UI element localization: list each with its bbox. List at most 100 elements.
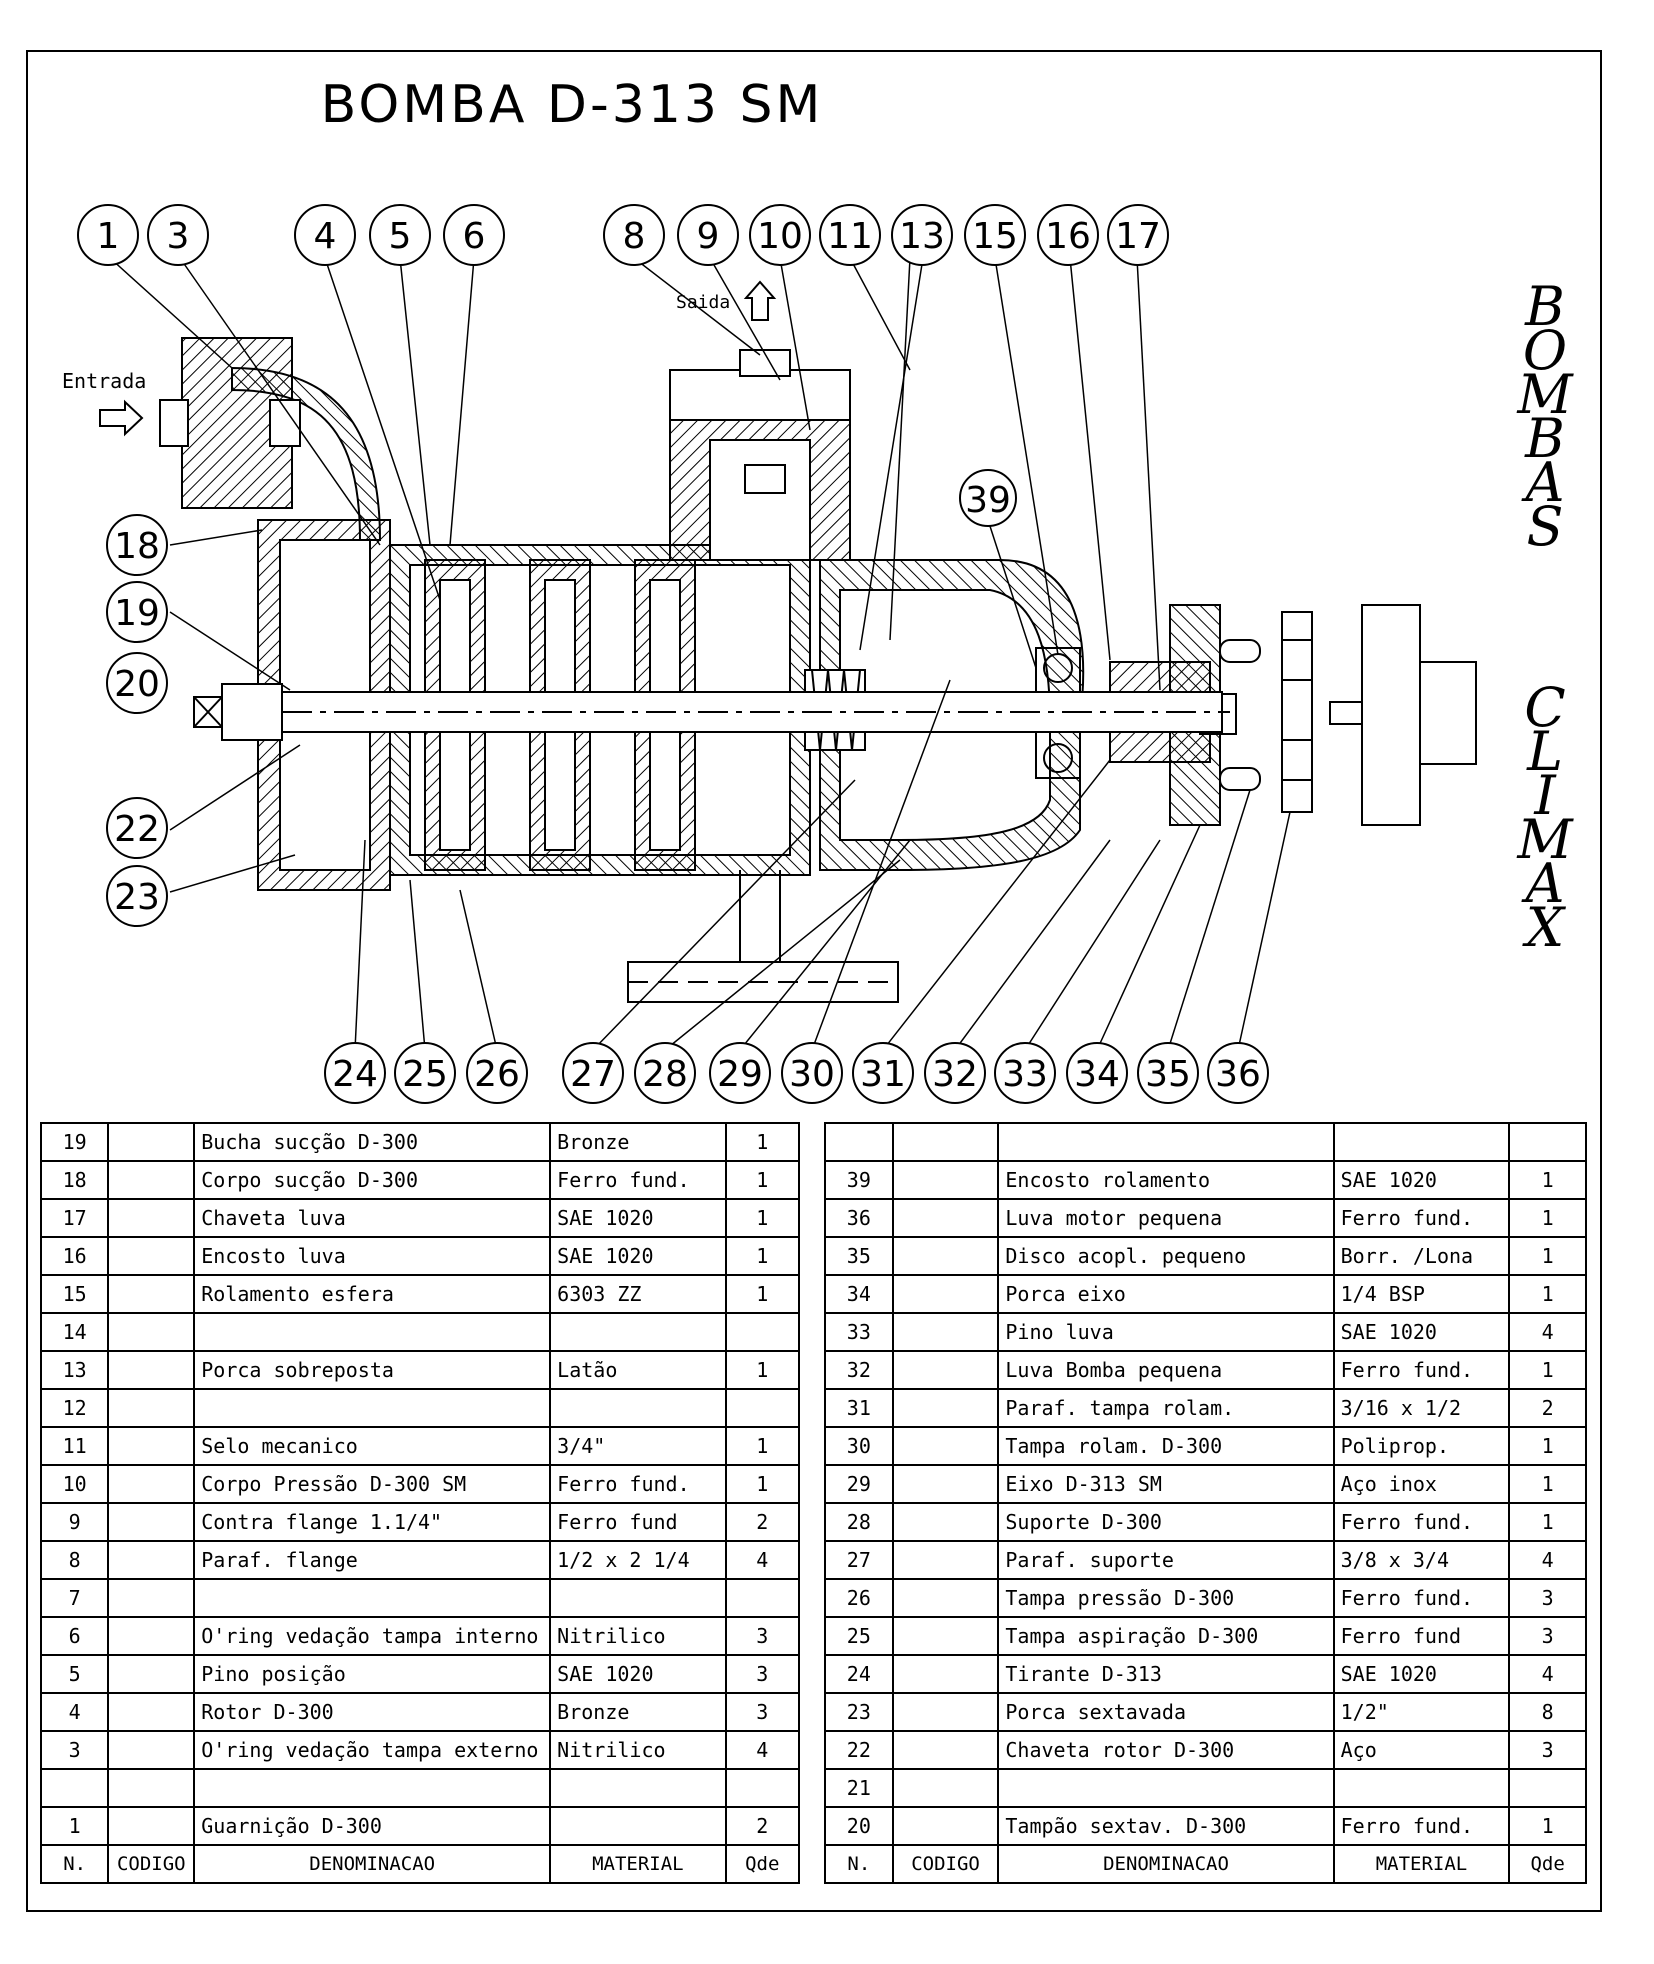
cell-n: 7 <box>39 1578 110 1618</box>
cell-qde: 1 <box>1508 1806 1587 1846</box>
cell-denominacao <box>997 1768 1335 1808</box>
cell-n: 24 <box>824 1654 894 1694</box>
cell-qde: 1 <box>724 1122 801 1162</box>
brand-letter: B <box>1525 275 1565 338</box>
cell-denominacao: Tampão sextav. D-300 <box>997 1806 1335 1846</box>
table-row <box>824 1122 1587 1162</box>
cell-n: 20 <box>824 1806 894 1846</box>
cell-codigo <box>891 1388 1000 1428</box>
cell-qde: 4 <box>1508 1540 1587 1580</box>
cell-codigo <box>107 1616 196 1656</box>
balloon-circle <box>1207 1042 1269 1104</box>
cell-codigo <box>891 1730 1000 1770</box>
cell-n: 15 <box>39 1274 110 1314</box>
cell-qde: 1 <box>1508 1236 1587 1276</box>
cell-codigo <box>891 1198 1000 1238</box>
cell-denominacao: Encosto rolamento <box>997 1160 1335 1200</box>
cell-n: 32 <box>824 1350 894 1390</box>
cell-qde: 1 <box>724 1198 801 1238</box>
cell-qde <box>724 1312 801 1352</box>
cell-qde: 2 <box>724 1502 801 1542</box>
cell-material: Borr. /Lona <box>1332 1236 1511 1276</box>
cell-denominacao: Rolamento esfera <box>193 1274 552 1314</box>
balloon-number: 35 <box>1145 1054 1191 1095</box>
balloon-number: 8 <box>623 216 646 257</box>
header-cell: MATERIAL <box>1332 1844 1511 1884</box>
cell-n: 36 <box>824 1198 894 1238</box>
balloon-number: 13 <box>899 216 945 257</box>
balloon-number: 6 <box>463 216 486 257</box>
balloon-number: 20 <box>114 664 160 705</box>
cell-denominacao: Tampa pressão D-300 <box>997 1578 1335 1618</box>
cell-material: Nitrilico <box>549 1730 727 1770</box>
brand-letter: C <box>1524 676 1566 739</box>
balloon-number: 9 <box>697 216 720 257</box>
cell-qde <box>724 1578 801 1618</box>
balloon-circle <box>147 204 209 266</box>
cell-codigo <box>107 1692 196 1732</box>
cell-codigo <box>891 1122 1000 1162</box>
cell-denominacao <box>193 1388 552 1428</box>
cell-material: 6303 ZZ <box>549 1274 727 1314</box>
balloon-circle <box>994 1042 1056 1104</box>
cell-material: Ferro fund. <box>549 1464 727 1504</box>
balloon-number: 16 <box>1045 216 1091 257</box>
brand-letter: A <box>1525 852 1565 915</box>
cell-n: 19 <box>39 1122 110 1162</box>
cell-denominacao: Selo mecanico <box>193 1426 552 1466</box>
cell-material: Nitrilico <box>549 1616 727 1656</box>
cell-material: Ferro fund <box>1332 1616 1511 1656</box>
header-cell: DENOMINACAO <box>997 1844 1335 1884</box>
cell-denominacao <box>193 1768 552 1808</box>
balloon-circle <box>964 204 1026 266</box>
cell-material: SAE 1020 <box>1332 1312 1511 1352</box>
header-cell: MATERIAL <box>549 1844 727 1884</box>
cell-codigo <box>107 1464 196 1504</box>
cell-n: 13 <box>39 1350 110 1390</box>
balloon-circle <box>852 1042 914 1104</box>
cell-qde: 1 <box>1508 1274 1587 1314</box>
cell-n <box>39 1768 110 1808</box>
brand-letter: B <box>1525 407 1565 470</box>
cell-qde: 3 <box>1508 1616 1587 1656</box>
balloon-circle <box>749 204 811 266</box>
balloon-number: 29 <box>717 1054 763 1095</box>
cell-n: 30 <box>824 1426 894 1466</box>
cell-denominacao: Luva Bomba pequena <box>997 1350 1335 1390</box>
cell-qde <box>724 1768 801 1808</box>
cell-n: 17 <box>39 1198 110 1238</box>
cell-material: SAE 1020 <box>1332 1160 1511 1200</box>
header-cell: DENOMINACAO <box>193 1844 552 1884</box>
cell-denominacao: Rotor D-300 <box>193 1692 552 1732</box>
balloon-number: 23 <box>114 877 160 918</box>
cell-material: Bronze <box>549 1122 727 1162</box>
cell-codigo <box>891 1160 1000 1200</box>
cell-n: 9 <box>39 1502 110 1542</box>
cell-codigo <box>891 1578 1000 1618</box>
cell-material <box>1332 1122 1511 1162</box>
cell-codigo <box>107 1730 196 1770</box>
balloon-number: 10 <box>757 216 803 257</box>
cell-material: SAE 1020 <box>549 1654 727 1694</box>
cell-qde: 3 <box>724 1616 801 1656</box>
cell-n: 39 <box>824 1160 894 1200</box>
cell-material <box>1332 1768 1511 1808</box>
balloon-circle <box>709 1042 771 1104</box>
balloon-39-number: 39 <box>965 480 1011 521</box>
cell-codigo <box>891 1426 1000 1466</box>
cell-n: 29 <box>824 1464 894 1504</box>
cell-qde: 1 <box>1508 1426 1587 1466</box>
balloon-circle <box>781 1042 843 1104</box>
cell-n: 5 <box>39 1654 110 1694</box>
